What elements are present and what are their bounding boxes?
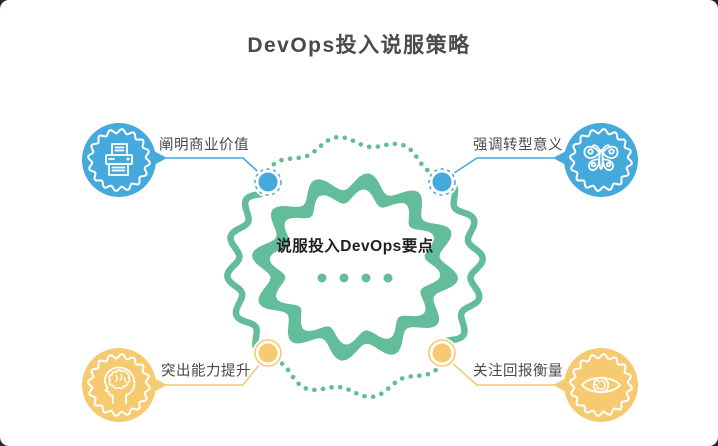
center-dot bbox=[361, 273, 371, 283]
node-label-transformation: 强调转型意义 bbox=[473, 137, 563, 154]
node-label-business-value: 阐明商业价值 bbox=[159, 137, 249, 154]
junction-dot-bottom-right bbox=[426, 337, 458, 369]
bottom-dotted-arc bbox=[262, 353, 447, 400]
connector-line-top-left bbox=[158, 157, 269, 182]
node-business-value bbox=[82, 123, 167, 197]
center-scalloped-ring bbox=[251, 173, 459, 361]
node-wavy-border bbox=[87, 128, 151, 192]
head-brain-icon bbox=[104, 366, 136, 404]
junction-dot-top-right bbox=[426, 166, 458, 198]
junction-dot-bottom-left bbox=[252, 337, 284, 369]
node-wavy-border bbox=[87, 353, 151, 417]
right-wavy-arc bbox=[437, 178, 486, 355]
node-wavy-border bbox=[569, 353, 633, 417]
node-capability-improvement bbox=[82, 348, 167, 422]
left-wavy-arc bbox=[224, 179, 273, 357]
center-dot bbox=[339, 273, 349, 283]
eye-icon bbox=[581, 376, 621, 394]
center-dot bbox=[317, 273, 327, 283]
center-dot bbox=[383, 273, 393, 283]
printer-icon bbox=[105, 143, 133, 176]
top-dotted-arc bbox=[262, 134, 449, 182]
page-title: DevOps投入说服策略 bbox=[247, 34, 471, 57]
node-label-roi: 关注回报衡量 bbox=[473, 363, 563, 380]
node-roi-measurement bbox=[553, 348, 638, 422]
center-title: 说服投入DevOps要点 bbox=[276, 238, 434, 255]
junction-dot-top-left bbox=[252, 166, 284, 198]
connector-line-bottom-right bbox=[441, 353, 562, 386]
node-transformation-meaning bbox=[553, 123, 638, 197]
node-label-capability: 突出能力提升 bbox=[161, 363, 251, 380]
connector-line-top-right bbox=[441, 157, 562, 182]
node-wavy-border bbox=[569, 128, 633, 192]
center-ellipsis-dots bbox=[317, 273, 393, 283]
butterfly-icon bbox=[583, 144, 619, 171]
